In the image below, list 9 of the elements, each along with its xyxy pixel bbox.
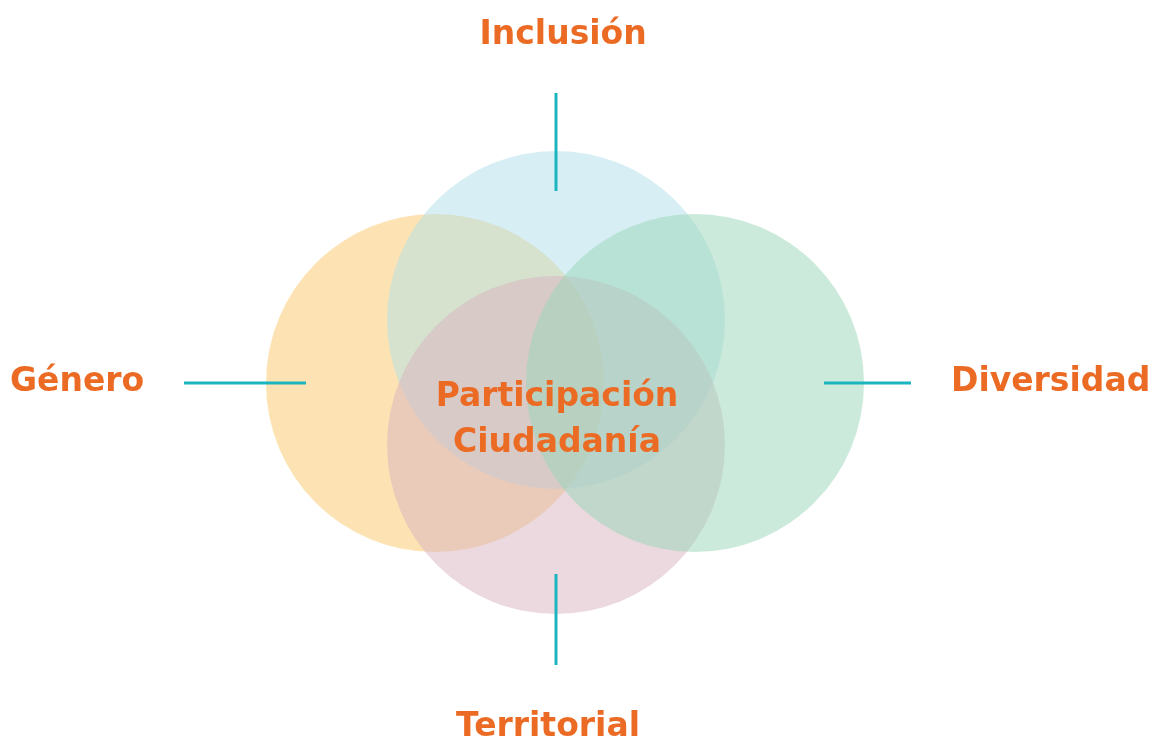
leader-line <box>554 574 558 665</box>
category-label: Territorial <box>456 705 640 744</box>
category-label: Género <box>10 360 145 400</box>
leader-line <box>184 381 306 385</box>
leader-line <box>554 93 558 191</box>
category-label: Inclusión <box>479 13 647 53</box>
center-label: Participación Ciudadanía <box>434 374 680 462</box>
leader-line <box>824 381 911 385</box>
category-label: Diversidad <box>951 360 1151 400</box>
